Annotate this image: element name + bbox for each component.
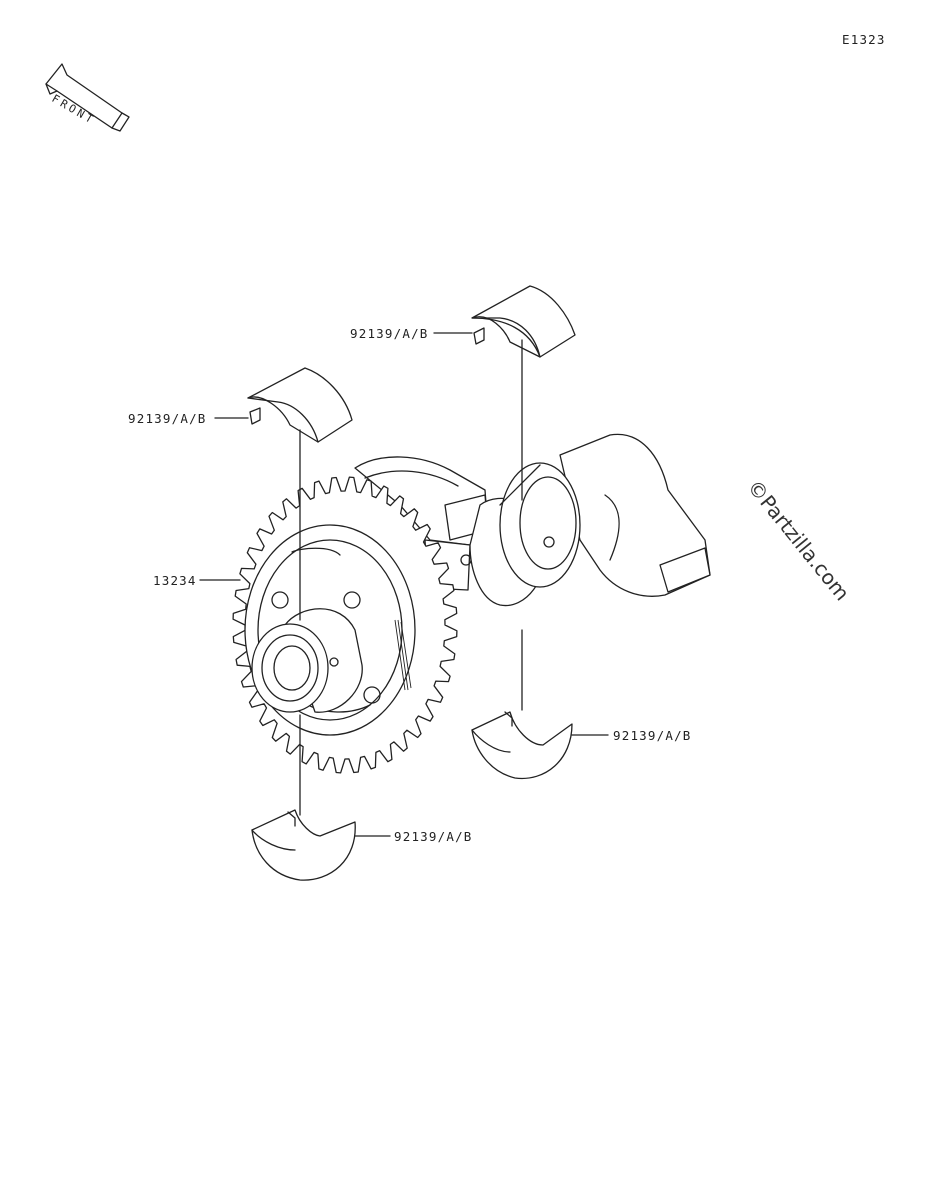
callout-balancer-shaft: 13234 (153, 573, 197, 588)
diagram-id: E1323 (842, 32, 886, 47)
leader-lines (199, 332, 609, 837)
callout-bearing-top-right: 92139/A/B (350, 326, 429, 341)
end-counterweight (559, 433, 711, 597)
callout-bearing-bottom-right: 92139/A/B (613, 728, 692, 743)
gear-hub (251, 608, 363, 713)
bearing-shell-bottom-left (251, 809, 356, 881)
callout-bearing-bottom-left: 92139/A/B (394, 829, 473, 844)
bearing-shell-top-right (471, 285, 576, 358)
front-arrow-icon (45, 63, 130, 132)
callout-bearing-top-left: 92139/A/B (128, 411, 207, 426)
shaft-journals (469, 462, 581, 607)
bearing-shell-bottom-right (471, 711, 573, 780)
bearing-shell-top-left (247, 367, 353, 443)
